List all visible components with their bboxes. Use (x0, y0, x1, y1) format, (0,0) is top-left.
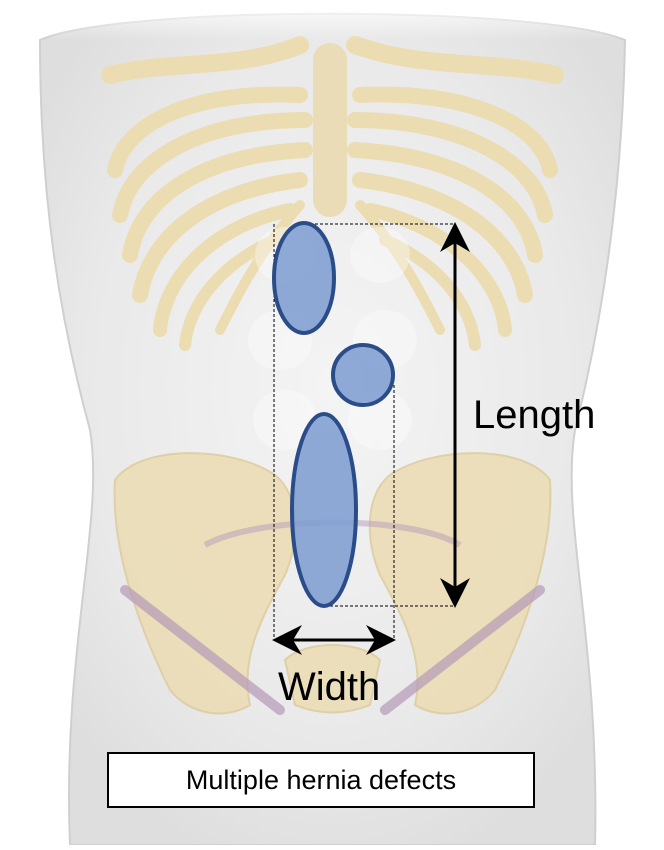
hernia-defect-upper (272, 221, 336, 335)
ribcage (101, 36, 564, 351)
hernia-defect-lower (290, 412, 358, 608)
hernia-defect-middle (331, 343, 395, 407)
caption-box: Multiple hernia defects (107, 752, 535, 808)
hernia-defects (272, 221, 395, 608)
pelvis (113, 452, 552, 715)
inguinal-ligaments (120, 585, 545, 715)
defect-bounding-box (273, 223, 455, 640)
caption-text: Multiple hernia defects (185, 764, 457, 795)
top-fade (0, 0, 664, 40)
length-label: Length (473, 393, 596, 437)
width-label: Width (278, 665, 381, 709)
